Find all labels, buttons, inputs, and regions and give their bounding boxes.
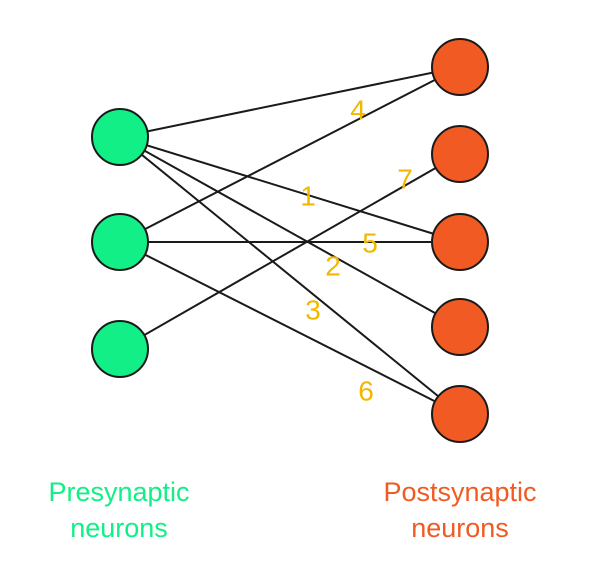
presynaptic-caption-line2: neurons	[70, 513, 168, 543]
synapse-line-1-1	[119, 66, 461, 138]
synapse-line-3-2	[119, 153, 461, 350]
synapse-line-1-5	[119, 136, 461, 415]
postsynaptic-caption-line2: neurons	[411, 513, 509, 543]
presynaptic-neuron-3	[91, 320, 149, 378]
postsynaptic-caption-line1: Postsynaptic	[383, 477, 537, 507]
presynaptic-neuron-1	[91, 108, 149, 166]
presynaptic-caption: Presynaptic neurons	[24, 474, 214, 546]
synapse-line-2-1	[119, 66, 461, 243]
synapse-label-2: 2	[325, 250, 341, 281]
synapse-label-1: 1	[300, 180, 316, 211]
synapse-line-1-3	[119, 136, 461, 243]
presynaptic-caption-line1: Presynaptic	[48, 477, 190, 507]
synapse-line-2-5	[119, 241, 461, 415]
synapse-label-3: 3	[305, 294, 321, 325]
postsynaptic-neuron-5	[431, 385, 489, 443]
synapse-label-6: 6	[358, 375, 374, 406]
postsynaptic-caption: Postsynaptic neurons	[360, 474, 560, 546]
postsynaptic-neuron-3	[431, 213, 489, 271]
synapse-label-7: 7	[397, 163, 413, 194]
presynaptic-neuron-2	[91, 213, 149, 271]
postsynaptic-neuron-2	[431, 125, 489, 183]
postsynaptic-neuron-1	[431, 38, 489, 96]
synapse-line-1-4	[119, 136, 461, 328]
neuron-nodes	[91, 38, 489, 443]
synapse-label-4: 4	[350, 94, 366, 125]
postsynaptic-neuron-4	[431, 298, 489, 356]
synapse-connections	[119, 66, 461, 415]
synapse-label-5: 5	[362, 227, 378, 258]
